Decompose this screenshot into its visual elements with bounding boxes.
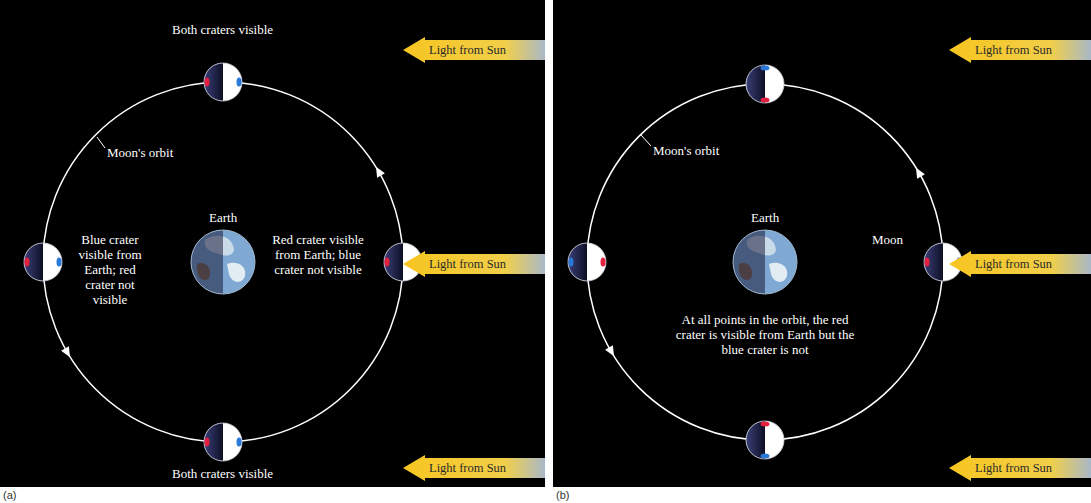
orbit (587, 84, 943, 440)
orbit (43, 82, 403, 442)
visibility-note: Red crater visible from Earth; blue crat… (272, 232, 364, 277)
orbit-arrow (912, 166, 925, 179)
orbit-label: Moon's orbit (653, 143, 719, 158)
moon (746, 65, 784, 103)
moon (746, 421, 784, 459)
arrow-label: Light from Sun (429, 455, 506, 481)
leader-line (97, 137, 105, 148)
visibility-note: At all points in the orbit, the red crat… (673, 312, 857, 357)
orbit-label: Moon's orbit (107, 145, 173, 160)
orbit-arrow (61, 346, 74, 359)
arrow-label: Light from Sun (975, 37, 1052, 63)
arrow-label: Light from Sun (975, 455, 1052, 481)
panel-tag: (b) (556, 488, 569, 503)
moon (568, 243, 606, 281)
sunlight-arrow: Light from Sun (949, 251, 1091, 277)
orbit-arrow (605, 345, 618, 358)
arrow-label: Light from Sun (429, 251, 506, 277)
sunlight-arrow: Light from Sun (949, 455, 1091, 481)
leader-line (641, 135, 651, 146)
sunlight-arrow: Light from Sun (403, 37, 545, 63)
moon (204, 423, 242, 461)
earth (733, 230, 797, 294)
moon-label: Moon (872, 232, 903, 247)
panel-ground (0, 0, 545, 487)
earth-label: Earth (751, 210, 779, 225)
sunlight-arrow: Light from Sun (949, 37, 1091, 63)
moon (24, 243, 62, 281)
visibility-note: Blue crater visible from Earth; red crat… (68, 232, 152, 307)
arrow-label: Light from Sun (975, 251, 1052, 277)
visibility-note: Both craters visible (172, 22, 273, 37)
panel-ground (553, 0, 1091, 487)
arrow-label: Light from Sun (429, 37, 506, 63)
earth (191, 230, 255, 294)
panel-tag: (a) (3, 488, 16, 503)
visibility-note: Both craters visible (172, 466, 273, 481)
sunlight-arrow: Light from Sun (403, 455, 545, 481)
earth-label: Earth (209, 210, 237, 225)
sunlight-arrow: Light from Sun (403, 251, 545, 277)
moon (204, 63, 242, 101)
orbit-arrow (372, 165, 385, 178)
